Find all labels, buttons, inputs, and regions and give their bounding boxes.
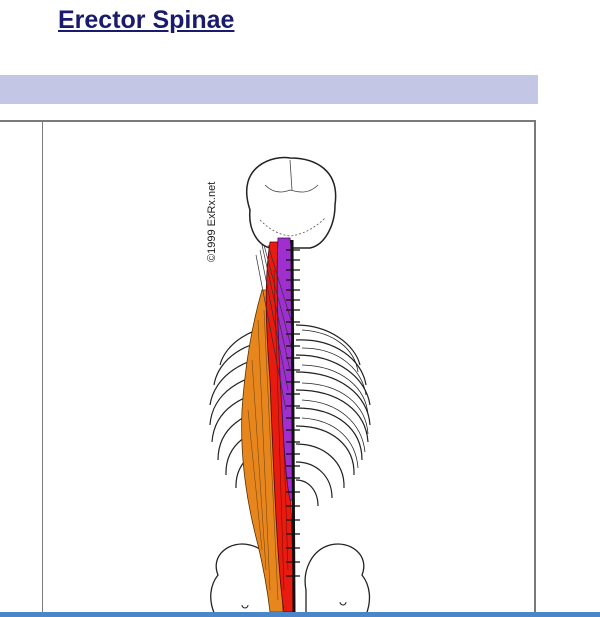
frame-divider bbox=[42, 120, 43, 617]
muscle-illustration bbox=[190, 150, 390, 615]
content-frame bbox=[0, 120, 536, 617]
copyright-text: ©1999 ExRx.net bbox=[206, 181, 218, 262]
page-title-link[interactable]: Erector Spinae bbox=[58, 6, 235, 34]
vertebrae bbox=[286, 249, 300, 577]
spine bbox=[290, 239, 296, 613]
ribs-right bbox=[295, 324, 371, 507]
section-header-band bbox=[0, 75, 538, 104]
bottom-bar bbox=[0, 612, 600, 617]
skull bbox=[246, 156, 337, 249]
pelvis-right bbox=[304, 543, 371, 615]
neck-fibers bbox=[255, 244, 295, 411]
anatomy-drawing bbox=[209, 156, 371, 615]
